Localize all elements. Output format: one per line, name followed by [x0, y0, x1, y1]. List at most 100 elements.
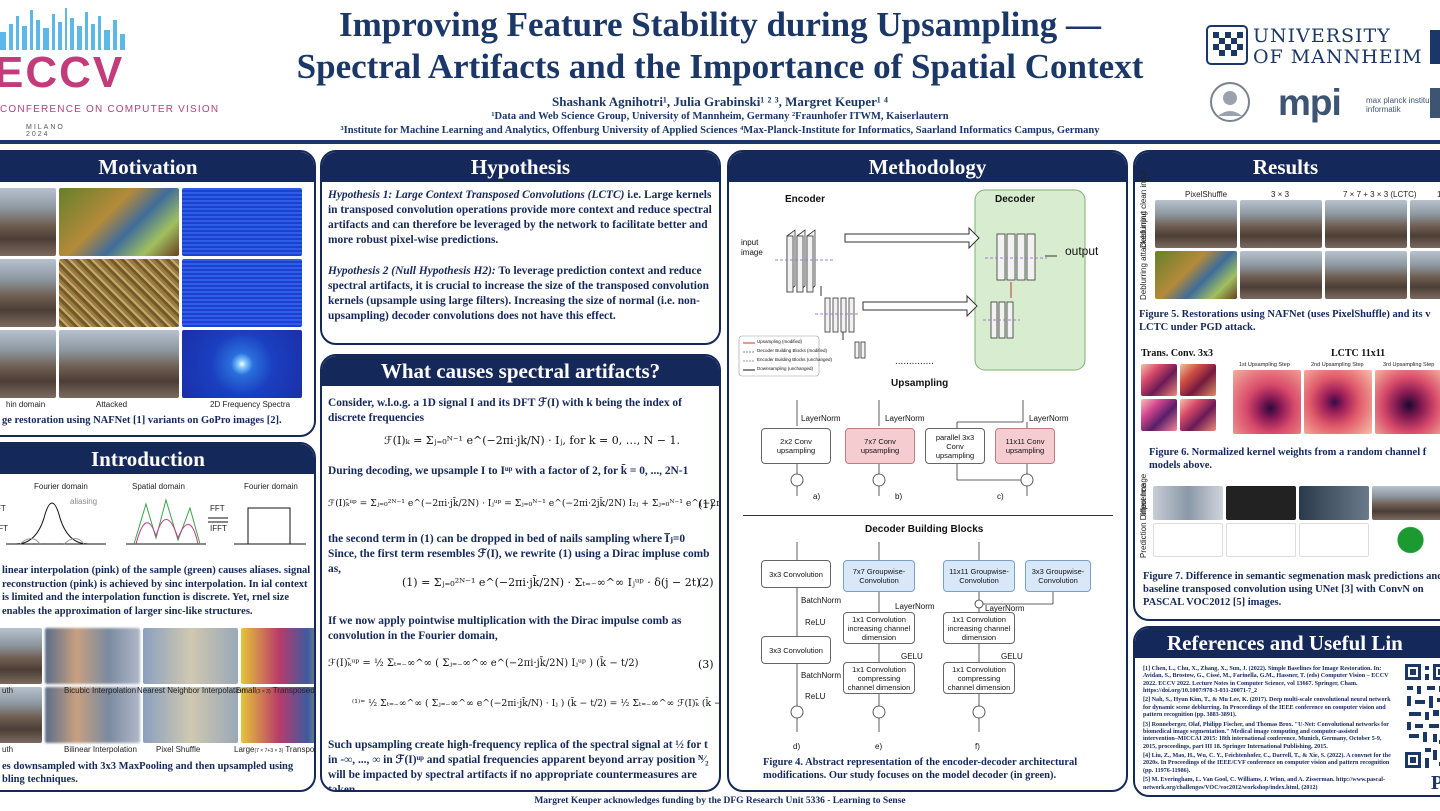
restoration-image [1410, 251, 1440, 299]
methodology-heading: Methodology [729, 152, 1126, 182]
introduction-heading: Introduction [0, 444, 314, 474]
svg-text:..............: .............. [895, 356, 934, 367]
upsampling-box-c1: parallel 3x3 Conv upsampling [925, 428, 985, 464]
decoder-blocks-diagram [790, 542, 1054, 732]
milano-skyline-icon [0, 8, 125, 50]
grid-label: uth [2, 745, 14, 754]
frequency-spectrum [182, 188, 302, 256]
introduction-caption: es downsampled with 3x3 MaxPooling and t… [2, 761, 294, 785]
hypothesis-panel: Hypothesis Hypothesis 1: Large Context T… [320, 150, 721, 345]
dbb-f-label: LayerNorm [985, 604, 1025, 613]
kernel-heatmap [1304, 370, 1372, 434]
fig5-col-label: 3 × 3 [1271, 190, 1290, 199]
dbb-e-label: LayerNorm [895, 602, 935, 611]
fig6-step-label: 2nd Upsampling Step [1311, 362, 1364, 368]
input-image [1226, 486, 1296, 520]
restoration-image [1155, 200, 1237, 248]
fig7-image-grid [1153, 486, 1440, 557]
fig-label: FFT [210, 504, 225, 513]
decoder-label: Decoder [995, 194, 1036, 205]
affiliation-line-1: ¹Data and Web Science Group, University … [491, 111, 949, 122]
grid-label: Small(3 × 3) Transposed Conv [236, 686, 315, 695]
upsampling-box-c2: 11x11 Conv upsampling [995, 428, 1055, 464]
fig6-right-title: LCTC 11x11 [1331, 348, 1386, 359]
reference-item: [3] Ronneberger, Olaf, Philipp Fischer, … [1143, 721, 1389, 750]
spectral-artifacts-heading: What causes spectral artifacts? [322, 356, 719, 386]
spectral-paragraph-1: Consider, w.l.o.g. a 1D signal I and its… [328, 397, 682, 424]
conference-name: CONFERENCE ON COMPUTER VISION [0, 104, 220, 115]
fig-label: Fourier domain [244, 482, 298, 491]
figure-7-caption: Figure 7. Difference in semantic segmena… [1143, 571, 1440, 608]
equation-1: ℱ(I)ₖ̄ᵘᵖ = Σⱼ₌₀²ᴺ⁻¹ e^(−2πi·jk̄/2N) · Iⱼ… [328, 498, 721, 509]
col-label: 2D Frequency Spectra [210, 400, 291, 409]
hypothesis-1: Hypothesis 1: Large Context Transposed C… [328, 189, 712, 246]
decoder-blocks-title: Decoder Building Blocks [865, 524, 984, 535]
figure-6-caption: Figure 6. Normalized kernel weights from… [1149, 447, 1427, 471]
dbb-f-conv-increase: 1x1 Convolution increasing channel dimen… [943, 612, 1015, 644]
dbb-d-conv1: 3x3 Convolution [761, 560, 831, 588]
affiliation-line-2: ³Institute for Machine Learning and Anal… [340, 125, 1100, 136]
bilinear-image [45, 687, 140, 743]
encoder-label: Encoder [785, 194, 826, 205]
fig6-step-label: 1st Upsampling Step [1239, 362, 1290, 368]
output-label: output [1065, 244, 1099, 258]
attacked-image [59, 259, 179, 327]
clean-image [0, 330, 56, 398]
grid-label: uth [2, 686, 14, 695]
upsampling-comparison-grid [0, 628, 314, 743]
legend-item: Encoder Building Blocks (unchanged) [757, 357, 833, 362]
mpi-wordmark: mpi [1278, 82, 1342, 123]
subfigure-label: b) [895, 492, 903, 501]
col-label: hin domain [6, 400, 46, 409]
restoration-image [1325, 251, 1407, 299]
upsampling-diagram [790, 400, 1034, 496]
clean-image [0, 188, 56, 256]
fig6-left-title: Trans. Conv. 3x3 [1141, 348, 1214, 359]
kernel-heatmap [1233, 370, 1301, 434]
nearest-neighbor-image [143, 628, 238, 684]
col-label: Attacked [96, 400, 128, 409]
fig6-step-label: 3rd Upsampling Step [1383, 362, 1435, 368]
dbb-d-label: ReLU [805, 618, 826, 627]
fig-label: FT [0, 504, 6, 513]
dbb-d-label: BatchNorm [801, 671, 842, 680]
input-image-label: input image [741, 238, 763, 257]
restoration-image [1240, 200, 1322, 248]
author-list: Shashank Agnihotri¹, Julia Grabinski¹ ² … [552, 94, 888, 109]
attacked-image [59, 330, 179, 398]
legend-item: Downsampling (unchanged) [757, 366, 814, 371]
restoration-image [1325, 200, 1407, 248]
fig5-col-label: 1 [1437, 190, 1440, 199]
fig-label: IFT [0, 524, 8, 533]
qr-code-icon[interactable] [1403, 662, 1440, 772]
motivation-image-grid [0, 188, 302, 398]
spectral-paragraph-2: During decoding, we upsample I to Iᵘᵖ wi… [328, 465, 689, 477]
fig6-large-kernels [1233, 370, 1440, 434]
restoration-image [1410, 200, 1440, 248]
equation-3a: ℱ(I)ₖ̄ᵘᵖ = ½ Σₜ₌₋∞^∞ ( Σⱼ₌₋∞^∞ e^(−2πi·j… [328, 658, 639, 669]
clean-image [0, 259, 56, 327]
small-transposed-conv-image [241, 628, 314, 684]
dbb-e-conv-compress: 1x1 Convolution compressing channel dime… [843, 662, 915, 694]
kernel-heatmap [1141, 399, 1177, 431]
dbb-e-label: GELU [901, 652, 923, 661]
fig7-row-label: Prediction Difference [1139, 483, 1148, 558]
spectral-artifacts-panel: What causes spectral artifacts? Consider… [320, 354, 721, 792]
results-panel: Results PixelShuffle 3 × 3 7 × 7 + 3 × 3… [1133, 150, 1440, 621]
fig-label: Spatial domain [132, 482, 185, 491]
figure-4-caption: Figure 4. Abstract representation of the… [763, 757, 1078, 781]
funding-footer: Margret Keuper acknowledges funding by t… [534, 796, 906, 806]
reference-item: [2] Nah, S., Hyun Kim, T., & Mu Lee, K. … [1143, 697, 1391, 719]
fig5-col-label: 7 × 7 + 3 × 3 (LCTC) [1343, 190, 1417, 199]
ground-truth-image [0, 628, 42, 684]
spectral-paragraph-5: If we now apply pointwise multiplication… [328, 615, 682, 642]
spectral-paragraph-3: the second term in (1) can be dropped in… [328, 533, 686, 545]
kernel-heatmap [1180, 399, 1216, 431]
reference-list: [1] Chen, L., Chu, X., Zhang, X., Sun, J… [1143, 666, 1393, 794]
header-divider [0, 140, 1440, 144]
pixel-shuffle-image [143, 687, 238, 743]
dbb-f-label: GELU [1001, 652, 1023, 661]
dbb-f-groupwise-small: 3x3 Groupwise-Convolution [1025, 560, 1091, 592]
university-mannheim-logo [1206, 25, 1440, 65]
reference-item: [1] Chen, L., Chu, X., Zhang, X., Sun, J… [1143, 666, 1389, 694]
